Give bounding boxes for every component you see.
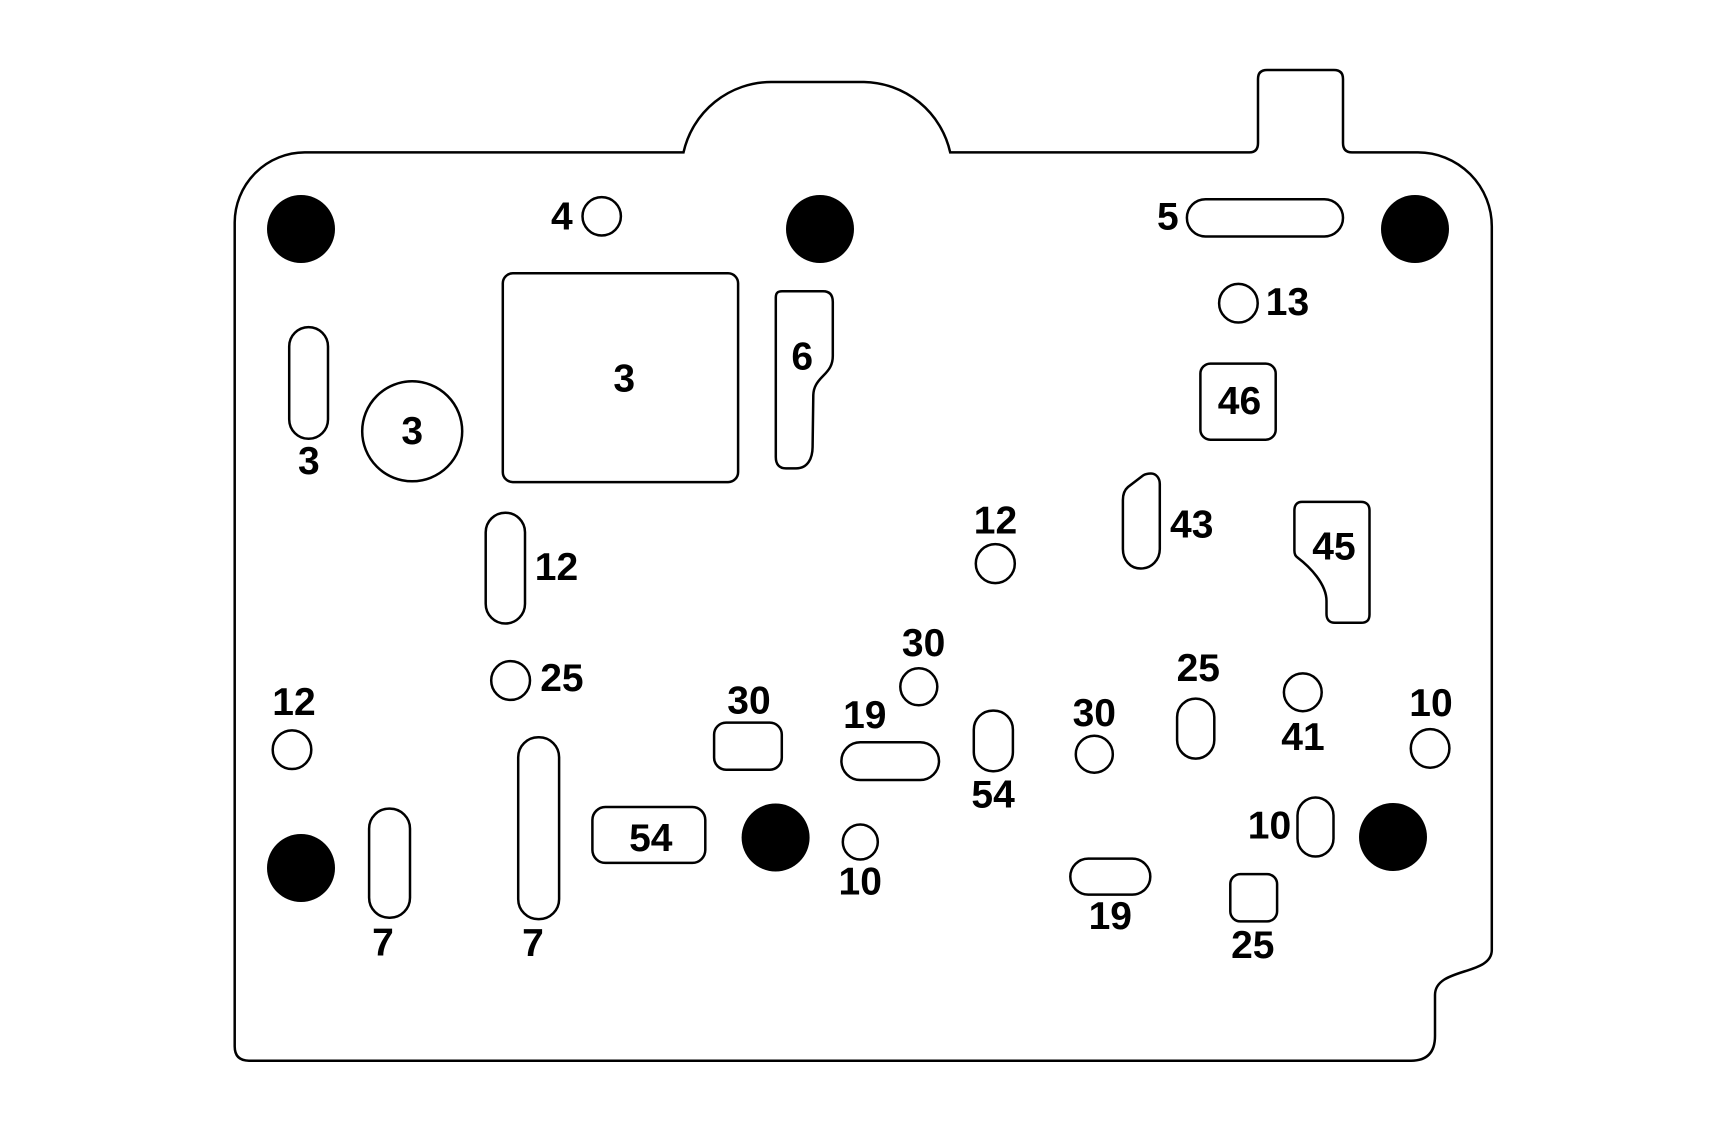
svg-text:30: 30 — [1073, 692, 1116, 735]
svg-text:3: 3 — [613, 358, 635, 401]
svg-text:46: 46 — [1218, 380, 1261, 423]
svg-text:12: 12 — [272, 681, 315, 724]
svg-text:43: 43 — [1170, 503, 1213, 546]
svg-text:10: 10 — [839, 861, 882, 904]
svg-text:54: 54 — [629, 817, 673, 860]
svg-text:25: 25 — [1231, 924, 1274, 967]
svg-text:6: 6 — [791, 336, 813, 379]
svg-text:13: 13 — [1266, 281, 1309, 324]
svg-text:30: 30 — [902, 622, 945, 665]
svg-text:7: 7 — [522, 922, 544, 965]
svg-text:12: 12 — [974, 500, 1017, 543]
svg-text:25: 25 — [540, 657, 583, 700]
svg-text:19: 19 — [843, 694, 886, 737]
svg-text:5: 5 — [1157, 196, 1179, 239]
svg-text:10: 10 — [1248, 805, 1291, 848]
svg-text:3: 3 — [401, 410, 423, 453]
svg-text:3: 3 — [298, 440, 320, 483]
svg-text:12: 12 — [535, 546, 578, 589]
svg-text:7: 7 — [372, 922, 394, 965]
svg-text:45: 45 — [1312, 525, 1355, 568]
svg-text:41: 41 — [1281, 716, 1324, 759]
svg-text:30: 30 — [727, 680, 770, 723]
svg-text:54: 54 — [971, 774, 1015, 817]
svg-text:4: 4 — [551, 195, 573, 238]
svg-text:10: 10 — [1409, 682, 1452, 725]
svg-text:25: 25 — [1177, 647, 1220, 690]
svg-text:19: 19 — [1089, 895, 1132, 938]
